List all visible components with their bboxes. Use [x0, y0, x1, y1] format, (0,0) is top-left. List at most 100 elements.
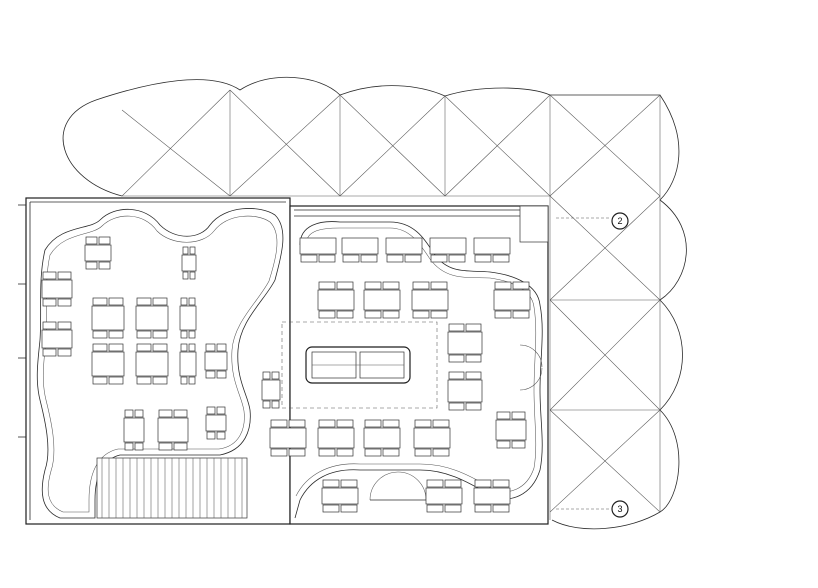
chair	[288, 448, 306, 457]
chair	[205, 343, 216, 352]
table	[413, 427, 451, 449]
table	[135, 351, 169, 377]
chair	[340, 479, 358, 488]
chair	[42, 298, 57, 307]
chair	[448, 354, 465, 363]
table	[123, 417, 145, 443]
chair	[205, 370, 216, 379]
chair	[158, 442, 173, 451]
chair	[448, 254, 466, 263]
table	[473, 237, 511, 255]
chair	[512, 310, 530, 319]
chair	[152, 297, 168, 306]
table	[411, 289, 449, 311]
table-set	[493, 281, 531, 319]
table	[84, 244, 112, 262]
table-set	[41, 271, 73, 307]
chair	[360, 254, 378, 263]
table-set	[41, 321, 73, 357]
chair	[180, 343, 188, 352]
chair	[136, 297, 152, 306]
grid-marker-label: 3	[617, 504, 622, 514]
furniture-layout	[41, 236, 531, 513]
chair	[426, 504, 444, 513]
chair	[136, 330, 152, 339]
chair	[382, 419, 400, 428]
table	[261, 379, 281, 401]
table-set	[363, 419, 401, 457]
chair	[322, 479, 340, 488]
chair	[288, 419, 306, 428]
table-set	[425, 479, 463, 513]
chair	[189, 246, 196, 255]
grid-marker-2: 2	[556, 212, 629, 230]
chair	[364, 281, 382, 290]
chair	[432, 419, 450, 428]
table-set	[204, 343, 228, 379]
chair	[42, 271, 57, 280]
chair	[108, 330, 124, 339]
chair	[318, 448, 336, 457]
chair	[270, 448, 288, 457]
table	[179, 351, 197, 377]
chair	[189, 271, 196, 280]
chair	[173, 442, 188, 451]
table	[321, 487, 359, 505]
chair	[318, 254, 336, 263]
chair	[206, 406, 216, 415]
chair	[432, 448, 450, 457]
chair	[262, 371, 271, 380]
chair	[98, 261, 111, 270]
chair	[322, 504, 340, 513]
chair	[430, 310, 448, 319]
chair	[511, 440, 526, 449]
chair	[414, 419, 432, 428]
table	[135, 305, 169, 331]
chair	[465, 323, 482, 332]
table-set	[385, 237, 423, 263]
chair	[318, 419, 336, 428]
chair	[465, 354, 482, 363]
table-set	[157, 409, 189, 451]
chair	[216, 431, 226, 440]
table-set	[447, 323, 483, 363]
table	[204, 351, 228, 371]
chair	[492, 254, 510, 263]
chair	[92, 376, 108, 385]
grid-marker-circle	[611, 212, 629, 230]
chair	[180, 376, 188, 385]
grid-marker-3: 3	[556, 500, 629, 518]
chair	[124, 409, 134, 418]
chair	[336, 448, 354, 457]
table	[495, 419, 527, 441]
chair	[404, 254, 422, 263]
table-set	[411, 281, 449, 319]
chair	[158, 409, 173, 418]
entrance-stairs	[96, 457, 248, 519]
chair	[216, 343, 227, 352]
chair	[474, 479, 492, 488]
chair	[340, 504, 358, 513]
chair	[492, 479, 510, 488]
grid-marker-label: 2	[617, 216, 622, 226]
table-set	[473, 479, 511, 513]
chair	[136, 343, 152, 352]
chair	[300, 254, 318, 263]
table-set	[363, 281, 401, 319]
chair	[271, 400, 280, 409]
chair	[336, 419, 354, 428]
table	[425, 487, 463, 505]
grid-marker-circle	[611, 500, 629, 518]
chair	[108, 343, 124, 352]
chair	[98, 236, 111, 245]
chair	[262, 400, 271, 409]
table	[363, 427, 401, 449]
chair	[342, 254, 360, 263]
table-set	[84, 236, 112, 270]
chair	[188, 297, 196, 306]
chair	[124, 442, 134, 451]
chair	[108, 297, 124, 306]
table-set	[179, 343, 197, 385]
table-set	[179, 297, 197, 339]
table-set	[317, 419, 355, 457]
